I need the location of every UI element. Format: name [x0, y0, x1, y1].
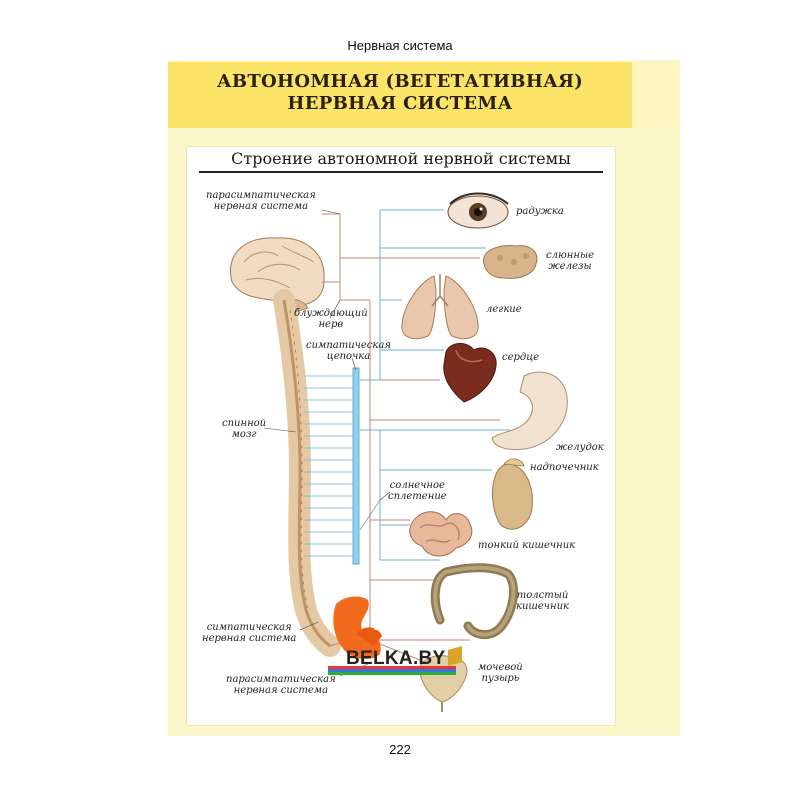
page-title-line2: НЕРВНАЯ СИСТЕМА: [287, 93, 513, 114]
label-stomach: желудок: [556, 442, 604, 453]
parasympathetic-pathways: [322, 213, 500, 661]
page-title-line1: АВТОНОМНАЯ (ВЕГЕТАТИВНАЯ): [216, 71, 584, 92]
label-sympathetic-bottom: симпатическая нервная система: [202, 622, 297, 644]
salivary-glands-illustration: [483, 245, 538, 279]
eye-illustration: [447, 192, 509, 229]
label-salivary-glands: слюнные железы: [546, 250, 595, 272]
squirrel-icon: [333, 596, 382, 660]
label-adrenal: надпочечник: [530, 462, 599, 473]
watermark-text: BELKA.BY: [346, 648, 446, 669]
running-header: Нервная система: [347, 38, 453, 53]
small-intestine-illustration: [409, 511, 473, 557]
stomach-illustration: [491, 371, 568, 451]
figure-heading: Строение автономной нервной системы: [231, 149, 571, 168]
logo-stripe-green: [328, 672, 456, 675]
title-band: АВТОНОМНАЯ (ВЕГЕТАТИВНАЯ) НЕРВНАЯ СИСТЕМ…: [168, 62, 680, 128]
label-vagus-nerve: блуждающий нерв: [294, 308, 368, 330]
label-bladder: мочевой пузырь: [478, 662, 523, 684]
label-sympathetic-chain: симпатическая цепочка: [306, 340, 391, 362]
label-small-intestine: тонкий кишечник: [478, 540, 576, 551]
heart-illustration: [443, 343, 497, 403]
adrenal-kidney-illustration: [492, 458, 533, 530]
label-solar-plexus: солнечное сплетение: [388, 480, 447, 502]
sympathetic-chain: [304, 367, 360, 565]
label-iris: радужка: [516, 206, 564, 217]
logo-stripe-red: [328, 666, 456, 669]
sympathetic-pathways: [359, 209, 510, 561]
label-large-intestine: толстый кишечник: [516, 590, 570, 612]
label-lungs: легкие: [486, 304, 522, 315]
label-heart: сердце: [502, 352, 540, 363]
label-spinal-cord: спинной мозг: [222, 418, 267, 440]
lungs-illustration: [401, 274, 479, 340]
label-parasympathetic-top: парасимпатическая нервная система: [206, 190, 316, 212]
title-band-edge: [632, 62, 680, 128]
chain-rami: [304, 375, 353, 557]
page-number: 222: [389, 742, 411, 757]
logo-stripe-blue: [328, 669, 456, 672]
spinal-column-illustration: [273, 289, 341, 657]
page-title: АВТОНОМНАЯ (ВЕГЕТАТИВНАЯ) НЕРВНАЯ СИСТЕМ…: [168, 71, 632, 115]
label-parasympathetic-bottom: парасимпатическая нервная система: [226, 674, 336, 696]
heading-rule: [199, 171, 603, 173]
large-intestine-illustration: [430, 563, 519, 639]
book-icon: [448, 646, 462, 666]
